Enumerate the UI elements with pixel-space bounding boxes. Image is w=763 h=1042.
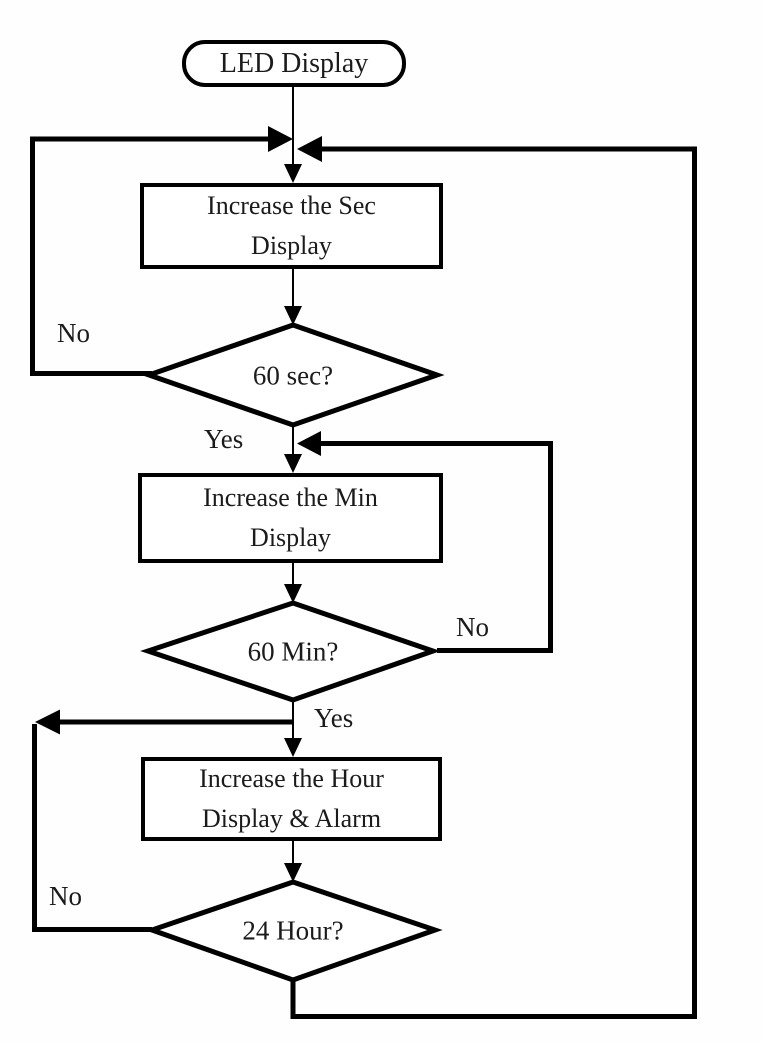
arrowhead-into-sec-box [284,164,302,183]
arrowhead-into-min-box [284,454,302,473]
edge-label-hour-no: No [49,881,82,911]
edge-label-sec-yes: Yes [204,424,244,454]
process-increase-sec: Increase the Sec Display [140,183,443,269]
process-increase-min: Increase the Min Display [138,473,443,563]
start-terminator-label: LED Display [219,47,369,79]
arrowhead-into-decision-sec [284,306,302,325]
arrowhead-into-top-junction-left [297,136,322,162]
process-increase-hour-line2: Display & Alarm [201,804,382,833]
process-increase-min-line2: Display [250,523,331,552]
process-increase-sec-line2: Display [251,231,332,260]
arrowhead-into-decision-min [284,584,302,603]
process-increase-sec-line1: Increase the Sec [207,191,376,220]
process-increase-hour: Increase the Hour Display & Alarm [141,757,442,841]
edge-sec-no-loop [30,136,268,376]
arrowhead-into-decision-hour [284,863,302,882]
decision-60-min-label: 60 Min? [247,636,339,667]
decision-24-hour-shape [144,879,443,983]
arrowhead-hour-junction-left [35,709,60,735]
edge-label-min-yes: Yes [314,703,354,733]
edge-label-min-no: No [456,612,489,642]
arrowhead-into-top-junction-right [268,126,293,152]
start-terminator: LED Display [182,40,406,87]
arrowhead-into-min-junction [297,431,321,456]
decision-60-sec-label: 60 sec? [252,360,334,391]
edge-outer-right-loop [290,146,697,1019]
edge-label-sec-no: No [57,318,90,348]
decision-60-min-shape [140,600,441,703]
arrowhead-into-hour-box [284,738,302,757]
process-increase-min-line1: Increase the Min [203,483,378,512]
process-increase-hour-line1: Increase the Hour [199,764,384,793]
decision-24-hour-label: 24 Hour? [242,915,344,946]
decision-60-sec-shape [141,322,445,428]
edge-min-no-loop [321,441,553,653]
edge-hour-no-loop [32,724,152,932]
